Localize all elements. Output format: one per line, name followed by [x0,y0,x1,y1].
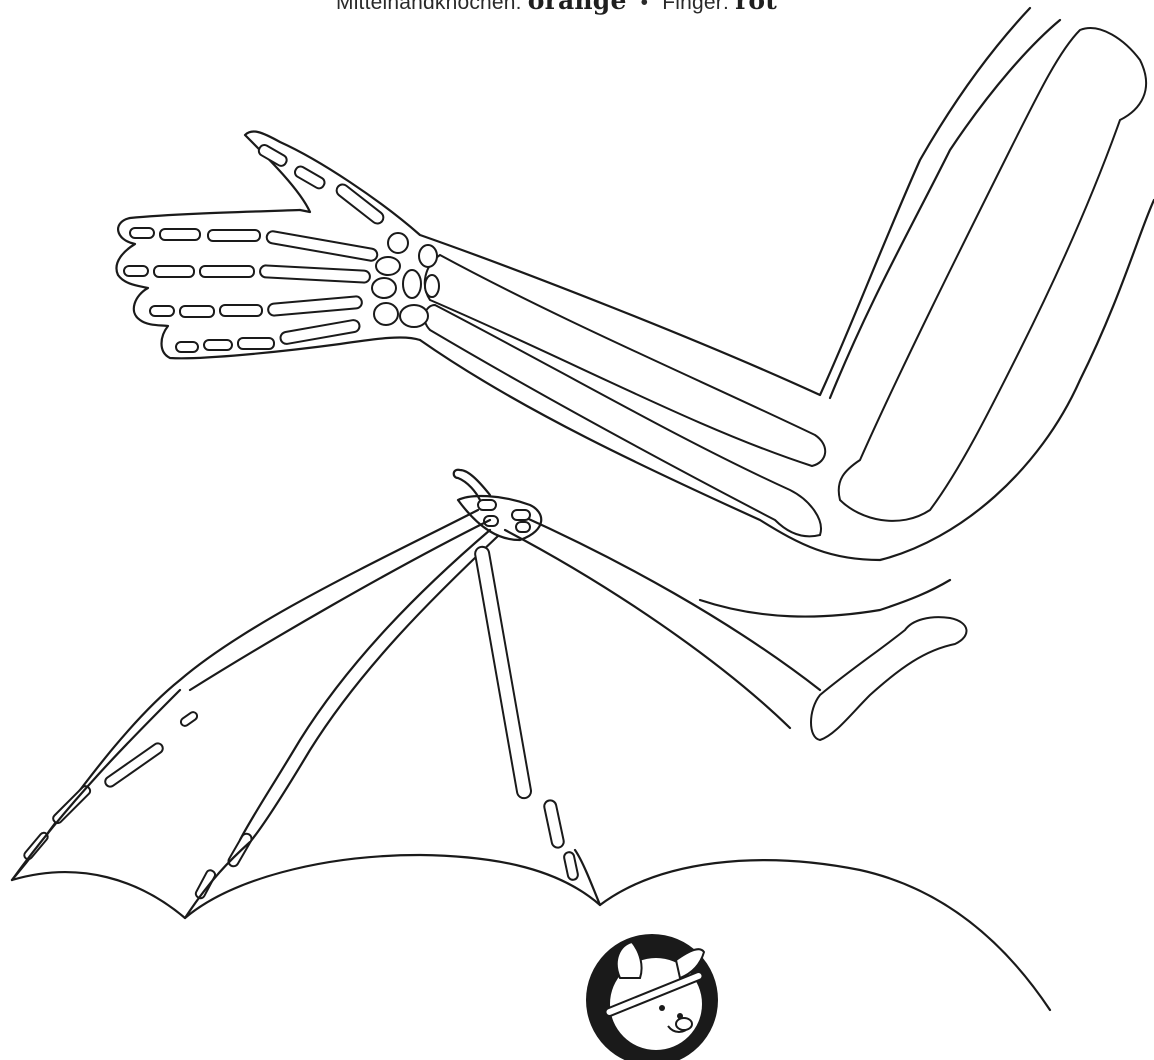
bat-mascot-logo [586,934,718,1060]
human-arm-skeleton [116,8,1154,560]
bat-wing-skeleton [12,470,1050,1010]
